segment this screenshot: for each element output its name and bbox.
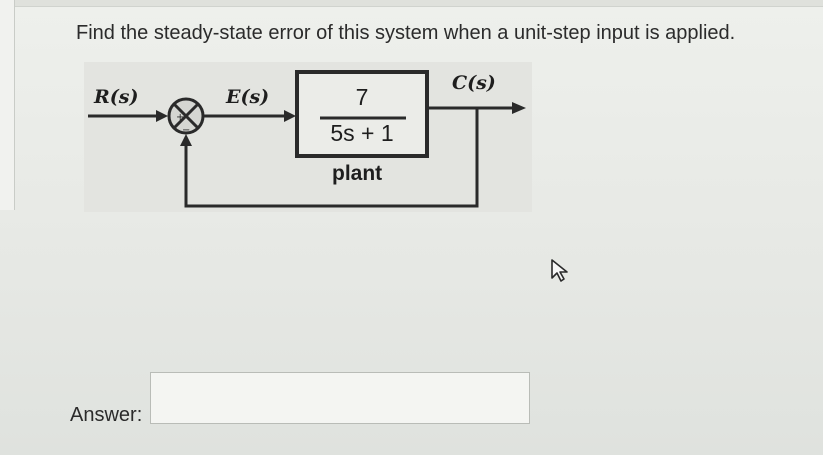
plant-block bbox=[295, 70, 429, 158]
top-strip bbox=[0, 0, 823, 7]
plant-label: plant bbox=[332, 162, 383, 185]
error-arrowhead bbox=[284, 110, 296, 122]
junction-minus-sign: − bbox=[182, 125, 190, 136]
output-label: C(s) bbox=[452, 72, 496, 94]
input-arrowhead bbox=[156, 110, 168, 122]
feedback-line bbox=[184, 108, 479, 208]
mouse-pointer-icon bbox=[551, 259, 568, 282]
answer-input[interactable] bbox=[150, 372, 530, 424]
feedback-arrowhead bbox=[180, 134, 192, 146]
input-label: R(s) bbox=[94, 86, 139, 108]
block-diagram: + − R(s) E(s) C(s) 7 5s + 1 plant bbox=[84, 62, 532, 212]
plant-numerator: 7 bbox=[355, 84, 369, 110]
block-diagram-svg: + − bbox=[88, 70, 526, 208]
left-panel-edge bbox=[0, 0, 15, 210]
output-arrowhead bbox=[512, 102, 526, 114]
junction-plus-sign: + bbox=[176, 112, 184, 123]
plant-denominator: 5s + 1 bbox=[330, 120, 394, 146]
summing-junction-icon: + − bbox=[167, 97, 205, 136]
answer-label: Answer: bbox=[70, 404, 143, 426]
error-label: E(s) bbox=[226, 86, 270, 108]
question-text: Find the steady-state error of this syst… bbox=[76, 22, 736, 44]
